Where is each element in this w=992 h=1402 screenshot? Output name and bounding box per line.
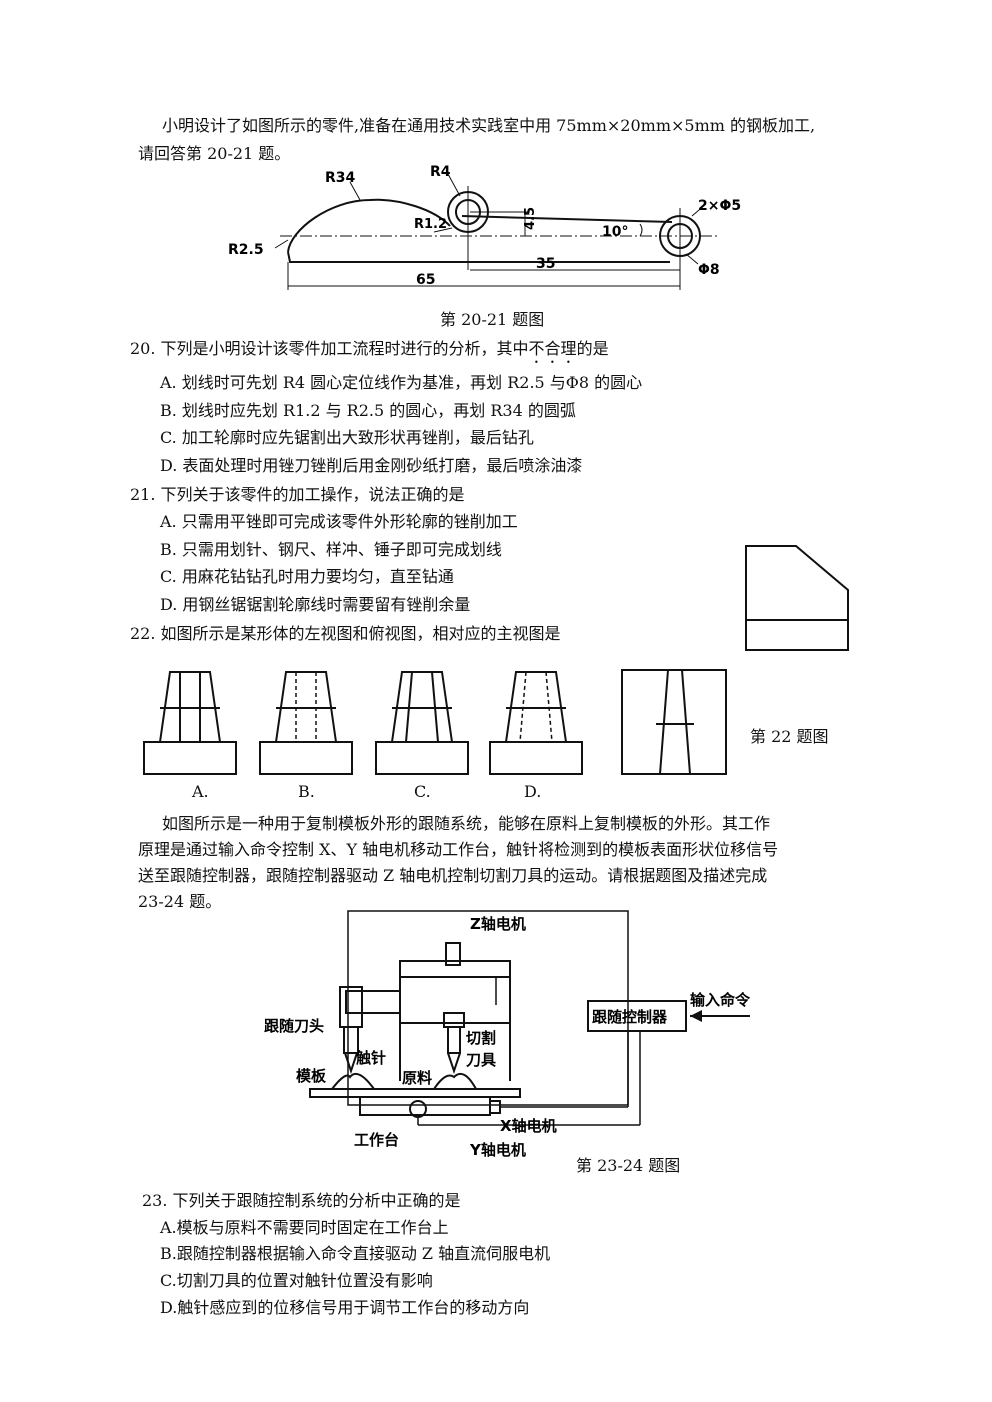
q23-option-a: A.模板与原料不需要同时固定在工作台上 <box>160 1218 449 1237</box>
label-z-motor: Z轴电机 <box>470 915 526 933</box>
intro-23-24-line4: 23-24 题。 <box>138 892 222 911</box>
q21-option-d: D. 用钢丝锯锯割轮廓线时需要留有锉削余量 <box>160 595 471 614</box>
label-table: 工作台 <box>354 1131 399 1149</box>
label-y-motor: Y轴电机 <box>469 1141 526 1159</box>
q23-option-d: D.触针感应到的位移信号用于调节工作台的移动方向 <box>160 1298 530 1317</box>
q23-option-c: C.切割刀具的位置对触针位置没有影响 <box>160 1271 433 1290</box>
label-d35: 35 <box>536 256 555 272</box>
q22-label-d: D. <box>524 782 542 801</box>
q20-stem: 20. 下列是小明设计该零件加工流程时进行的分析，其中不合理的是 <box>130 335 609 367</box>
q21-option-a: A. 只需用平锉即可完成该零件外形轮廓的锉削加工 <box>160 512 518 531</box>
label-d65: 65 <box>416 272 435 288</box>
q22-label-b: B. <box>298 782 315 801</box>
controller-box <box>587 1000 687 1032</box>
label-material: 原料 <box>402 1069 432 1087</box>
label-cutter-1: 切割 <box>466 1029 496 1047</box>
label-d4-5: 4.5 <box>523 207 538 230</box>
q22-option-d-figure <box>489 671 583 775</box>
q21-option-c: C. 用麻花钻钻孔时用力要均匀，直至钻通 <box>160 567 454 586</box>
q20-stem-after: 的是 <box>576 339 609 358</box>
q20-option-c: C. 加工轮廓时应先锯割出大致形状再锉削，最后钻孔 <box>160 428 534 447</box>
label-x-motor: X轴电机 <box>500 1117 557 1135</box>
intro-23-24-line2: 原理是通过输入命令控制 X、Y 轴电机移动工作台，触针将检测到的模板表面形状位移… <box>138 840 779 859</box>
q22-stem: 22. 如图所示是某形体的左视图和俯视图，相对应的主视图是 <box>130 624 561 643</box>
q23-stem: 23. 下列关于跟随控制系统的分析中正确的是 <box>142 1191 461 1210</box>
label-controller: 跟随控制器 <box>592 1008 668 1026</box>
caption-23-24: 第 23-24 题图 <box>576 1156 681 1175</box>
q20-option-d: D. 表面处理时用锉刀锉削后用金刚砂纸打磨，最后喷涂油漆 <box>160 456 583 475</box>
caption-20-21: 第 20-21 题图 <box>440 310 545 329</box>
label-template: 模板 <box>296 1067 327 1085</box>
q23-option-b: B.跟随控制器根据输入命令直接驱动 Z 轴直流伺服电机 <box>160 1244 551 1263</box>
label-r34: R34 <box>325 170 356 186</box>
system-diagram: Z轴电机 跟随控制器 输入命令 跟随刀头 触针 切割 刀具 模板 原料 X轴电机… <box>264 910 751 1159</box>
label-stylus: 触针 <box>356 1049 386 1067</box>
label-r4: R4 <box>430 164 451 180</box>
q21-stem: 21. 下列关于该零件的加工操作，说法正确的是 <box>130 485 465 504</box>
q20-stem-emph: 不合理 <box>528 339 577 358</box>
caption-22: 第 22 题图 <box>750 727 829 746</box>
label-angle: 10° <box>602 224 628 240</box>
intro-20-21-line2: 请回答第 20-21 题。 <box>138 144 291 163</box>
q22-option-b-figure <box>259 671 353 775</box>
label-cutter-2: 刀具 <box>466 1051 496 1069</box>
q22-label-a: A. <box>192 782 209 801</box>
q20-stem-before: 20. 下列是小明设计该零件加工流程时进行的分析，其中 <box>130 339 529 358</box>
q22-top-view <box>621 669 727 775</box>
q22-left-view <box>745 545 849 651</box>
part-outline <box>287 198 673 263</box>
intro-20-21-line1: 小明设计了如图所示的零件,准备在通用技术实践室中用 75mm×20mm×5mm … <box>162 116 816 135</box>
q22-option-a-figure <box>143 671 237 775</box>
label-r2-5: R2.5 <box>228 242 264 258</box>
intro-23-24-line3: 送至跟随控制器，跟随控制器驱动 Z 轴电机控制切割刀具的运动。请根据题图及描述完… <box>138 866 768 885</box>
intro-23-24-line1: 如图所示是一种用于复制模板外形的跟随系统，能够在原料上复制模板的外形。其工作 <box>162 814 771 833</box>
q20-option-a: A. 划线时可先划 R4 圆心定位线作为基准，再划 R2.5 与Φ8 的圆心 <box>160 373 643 392</box>
q22-label-c: C. <box>414 782 431 801</box>
part-drawing: R34 R4 R1.2 R2.5 4.5 10° 2×Φ5 Φ8 65 35 <box>228 164 741 290</box>
q22-option-c-figure <box>375 671 469 775</box>
q20-option-b: B. 划线时应先划 R1.2 与 R2.5 的圆心，再划 R34 的圆弧 <box>160 401 576 420</box>
label-holes: 2×Φ5 <box>698 198 741 214</box>
label-phi8: Φ8 <box>698 262 720 278</box>
label-r1-2: R1.2 <box>414 217 447 232</box>
label-input-cmd: 输入命令 <box>690 991 751 1009</box>
q21-option-b: B. 只需用划针、钢尺、样冲、锤子即可完成划线 <box>160 540 502 559</box>
label-follow-head: 跟随刀头 <box>264 1017 324 1035</box>
